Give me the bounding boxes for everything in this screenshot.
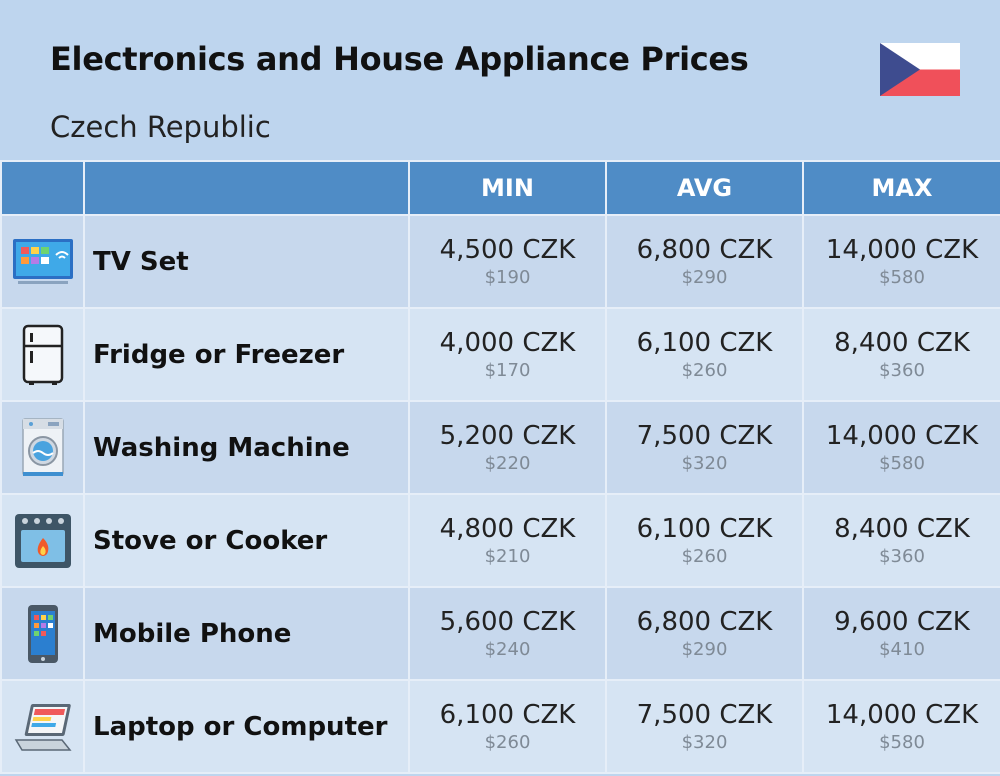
column-header-item: [83, 160, 410, 216]
item-name: TV Set: [83, 214, 410, 309]
avg-price-usd: $320: [681, 452, 728, 474]
avg-price: 6,100 CZK: [636, 327, 773, 358]
max-price: 9,600 CZK: [834, 606, 970, 637]
table-row: Laptop or Computer 6,100 CZK$260 7,500 C…: [0, 679, 1000, 774]
min-price: 4,500 CZK: [439, 234, 576, 265]
min-price-usd: $240: [484, 638, 531, 660]
min-price-usd: $190: [484, 266, 531, 288]
min-price: 5,200 CZK: [439, 420, 576, 451]
mobile-phone-icon: [27, 604, 58, 663]
min-price: 5,600 CZK: [439, 606, 576, 637]
column-header-min: MIN: [408, 160, 607, 216]
min-price: 6,100 CZK: [439, 699, 576, 730]
avg-price: 6,100 CZK: [636, 513, 773, 544]
avg-price: 7,500 CZK: [636, 699, 773, 730]
max-price-usd: $360: [879, 359, 925, 381]
avg-price: 7,500 CZK: [636, 420, 773, 451]
max-price-usd: $360: [879, 545, 925, 567]
avg-price-usd: $290: [681, 638, 728, 660]
max-price: 14,000 CZK: [825, 699, 979, 730]
min-price-usd: $210: [484, 545, 531, 567]
laptop-icon: [14, 703, 72, 751]
avg-price-usd: $260: [681, 359, 728, 381]
min-price: 4,000 CZK: [439, 327, 576, 358]
table-row: Fridge or Freezer 4,000 CZK$170 6,100 CZ…: [0, 307, 1000, 402]
item-name: Mobile Phone: [83, 586, 410, 681]
max-price-usd: $580: [879, 731, 925, 753]
min-price-usd: $170: [484, 359, 531, 381]
max-price: 14,000 CZK: [825, 234, 979, 265]
fridge-icon: [22, 324, 63, 385]
item-name: Laptop or Computer: [83, 679, 410, 774]
washing-machine-icon: [21, 417, 64, 476]
page-subtitle: Czech Republic: [50, 110, 271, 144]
page-title: Electronics and House Appliance Prices: [50, 40, 749, 78]
column-header-avg: AVG: [605, 160, 804, 216]
table-header-row: MIN AVG MAX: [0, 160, 1000, 216]
stove-icon: [14, 513, 71, 568]
max-price: 8,400 CZK: [834, 513, 970, 544]
max-price-usd: $410: [879, 638, 925, 660]
avg-price: 6,800 CZK: [636, 234, 773, 265]
min-price-usd: $220: [484, 452, 531, 474]
avg-price-usd: $260: [681, 545, 728, 567]
column-header-max: MAX: [802, 160, 1000, 216]
min-price-usd: $260: [484, 731, 531, 753]
max-price: 8,400 CZK: [834, 327, 970, 358]
table-row: Mobile Phone 5,600 CZK$240 6,800 CZK$290…: [0, 586, 1000, 681]
avg-price: 6,800 CZK: [636, 606, 773, 637]
table-row: Washing Machine 5,200 CZK$220 7,500 CZK$…: [0, 400, 1000, 495]
item-name: Stove or Cooker: [83, 493, 410, 588]
item-name: Washing Machine: [83, 400, 410, 495]
czech-flag-icon: [880, 43, 960, 96]
table-row: TV Set 4,500 CZK$190 6,800 CZK$290 14,00…: [0, 214, 1000, 309]
price-table: MIN AVG MAX: [0, 160, 1000, 774]
max-price: 14,000 CZK: [825, 420, 979, 451]
table-row: Stove or Cooker 4,800 CZK$210 6,100 CZK$…: [0, 493, 1000, 588]
tv-icon: [12, 238, 73, 284]
max-price-usd: $580: [879, 266, 925, 288]
avg-price-usd: $290: [681, 266, 728, 288]
column-header-icon: [0, 160, 85, 216]
item-name: Fridge or Freezer: [83, 307, 410, 402]
min-price: 4,800 CZK: [439, 513, 576, 544]
max-price-usd: $580: [879, 452, 925, 474]
avg-price-usd: $320: [681, 731, 728, 753]
